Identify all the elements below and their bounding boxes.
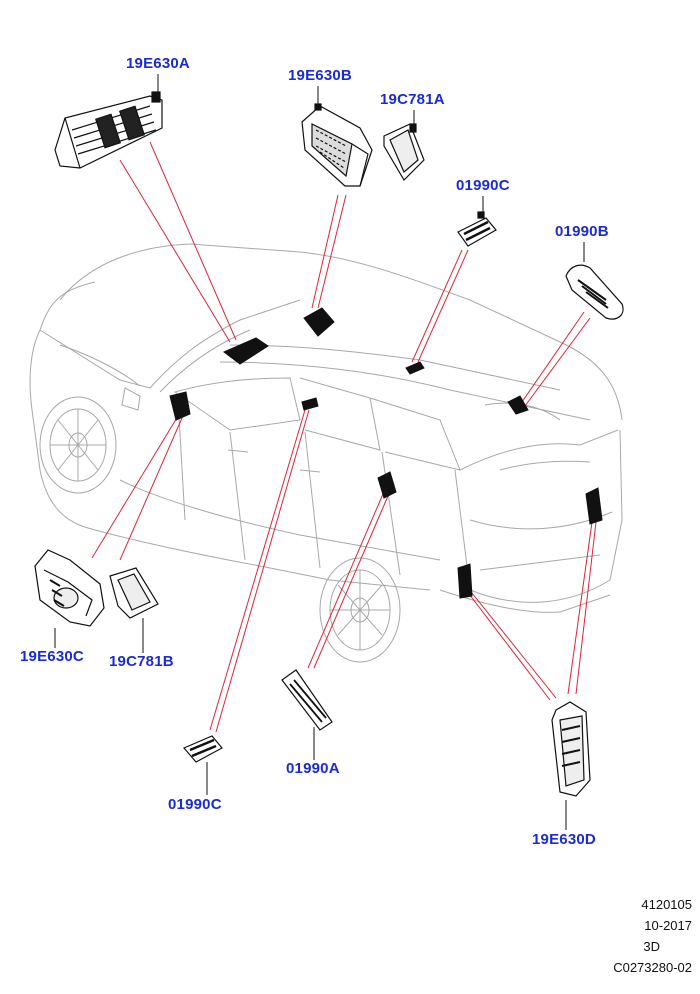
callout-19E630D[interactable]: 19E630D [532,831,596,848]
part-19E630D-icon[interactable] [551,701,591,797]
callout-pointers [54,74,585,830]
view-type: 3D [643,939,660,954]
vehicle-outline [30,244,622,662]
part-19C781B-icon[interactable] [109,567,159,619]
callout-01990A[interactable]: 01990A [286,760,340,777]
callout-01990C-top[interactable]: 01990C [456,177,510,194]
callout-19E630B[interactable]: 19E630B [288,67,352,84]
part-19E630B-icon[interactable] [301,103,373,187]
callout-19E630C[interactable]: 19E630C [20,648,84,665]
part-01990A-icon[interactable] [281,669,333,731]
reference-number: 4120105 [641,897,692,912]
part-19E630A-icon[interactable] [54,91,163,169]
installed-part-markers [169,307,603,599]
callout-19C781B[interactable]: 19C781B [109,653,174,670]
drawing-date: 10-2017 [644,918,692,933]
callout-01990B[interactable]: 01990B [555,223,609,240]
part-19E630C-icon[interactable] [34,549,105,627]
callout-01990C-bottom[interactable]: 01990C [168,796,222,813]
drawing-code: C0273280-02 [613,960,692,975]
part-19C781A-icon[interactable] [383,123,425,181]
part-01990C-top-icon[interactable] [457,211,497,247]
callout-19C781A[interactable]: 19C781A [380,91,445,108]
leader-lines [91,141,597,733]
part-01990B-icon[interactable] [565,264,624,320]
callout-19E630A[interactable]: 19E630A [126,55,190,72]
part-01990C-bottom-icon[interactable] [183,735,223,763]
